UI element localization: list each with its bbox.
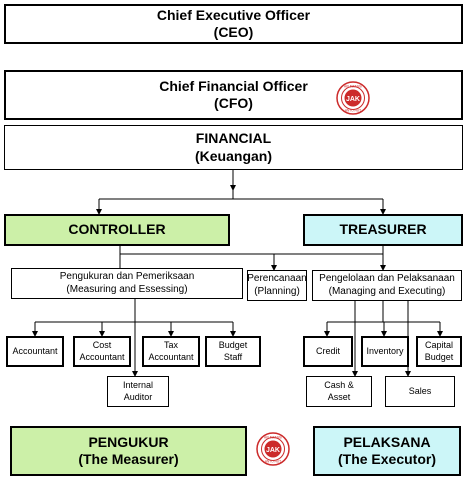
controller-title: CONTROLLER xyxy=(68,221,166,238)
cfo-box: Chief Financial Officer (CFO) xyxy=(4,70,463,120)
managing-line1: Pengelolaan dan Pelaksanaan xyxy=(319,273,455,284)
sales-line1: Sales xyxy=(408,385,432,396)
treasurer-box: TREASURER xyxy=(303,214,463,246)
cfo-title: Chief Financial Officer xyxy=(159,77,308,94)
inventory-line1: Inventory xyxy=(366,345,404,356)
svg-text:AKUNTANSI: AKUNTANSI xyxy=(344,85,362,89)
cash-asset-box: Cash & Asset xyxy=(306,376,372,407)
internal-auditor-line2: Auditor xyxy=(123,391,153,402)
svg-text:AKUNTANSI: AKUNTANSI xyxy=(264,436,282,440)
executor-sub: (The Executor) xyxy=(337,451,436,467)
capital-budget-box: Capital Budget xyxy=(416,336,462,367)
measurer-title: PENGUKUR xyxy=(88,433,169,450)
capital-budget-line2: Budget xyxy=(424,351,454,362)
tax-accountant-box: Tax Accountant xyxy=(142,336,200,367)
planning-box: Perencanaan (Planning) xyxy=(247,270,307,301)
tax-accountant-line2: Accountant xyxy=(148,351,194,362)
budget-staff-line1: Budget xyxy=(218,340,248,351)
managing-box: Pengelolaan dan Pelaksanaan (Managing an… xyxy=(312,270,462,301)
financial-title: FINANCIAL xyxy=(195,130,272,146)
cash-asset-line2: Asset xyxy=(327,391,351,402)
ceo-box: Chief Executive Officer (CEO) xyxy=(4,4,463,44)
tax-accountant-line1: Tax xyxy=(163,340,178,351)
svg-text:ANTO HUT: ANTO HUT xyxy=(345,109,361,113)
measuring-line1: Pengukuran dan Pemeriksaan xyxy=(59,271,195,282)
credit-box: Credit xyxy=(303,336,353,367)
managing-line2: (Managing and Executing) xyxy=(328,285,446,297)
measurer-box: PENGUKUR (The Measurer) xyxy=(10,426,247,476)
internal-auditor-box: Internal Auditor xyxy=(107,376,169,407)
jak-stamp-logo-2: JAK AKUNTANSI ANTO HUT xyxy=(256,432,290,466)
cost-accountant-box: Cost Accountant xyxy=(73,336,131,367)
svg-text:ANTO HUT: ANTO HUT xyxy=(265,460,281,464)
planning-line1: Perencanaan xyxy=(247,273,307,284)
accountant-line1: Accountant xyxy=(12,345,58,356)
ceo-title: Chief Executive Officer xyxy=(156,6,311,23)
inventory-box: Inventory xyxy=(361,336,409,367)
cost-accountant-line1: Cost xyxy=(92,340,112,351)
measuring-line2: (Measuring and Essessing) xyxy=(66,283,188,295)
cfo-abbr: (CFO) xyxy=(214,95,253,111)
sales-box: Sales xyxy=(385,376,455,407)
executor-title: PELAKSANA xyxy=(343,433,431,450)
internal-auditor-line1: Internal xyxy=(122,380,154,391)
svg-text:JAK: JAK xyxy=(266,447,280,454)
accountant-box: Accountant xyxy=(6,336,64,367)
planning-line2: (Planning) xyxy=(254,285,300,297)
treasurer-title: TREASURER xyxy=(339,221,427,238)
financial-sub: (Keuangan) xyxy=(195,147,272,164)
credit-line1: Credit xyxy=(315,345,340,356)
svg-text:JAK: JAK xyxy=(346,96,360,103)
executor-box: PELAKSANA (The Executor) xyxy=(313,426,461,476)
cash-asset-line1: Cash & xyxy=(324,380,354,391)
budget-staff-box: Budget Staff xyxy=(205,336,261,367)
budget-staff-line2: Staff xyxy=(223,351,243,362)
capital-budget-line1: Capital xyxy=(424,340,453,351)
measurer-sub: (The Measurer) xyxy=(78,451,179,467)
jak-stamp-logo: JAK AKUNTANSI ANTO HUT xyxy=(336,81,370,115)
cost-accountant-line2: Accountant xyxy=(79,351,125,362)
controller-box: CONTROLLER xyxy=(4,214,230,246)
financial-box: FINANCIAL (Keuangan) xyxy=(4,125,463,170)
measuring-box: Pengukuran dan Pemeriksaan (Measuring an… xyxy=(11,268,243,299)
ceo-abbr: (CEO) xyxy=(213,24,254,40)
